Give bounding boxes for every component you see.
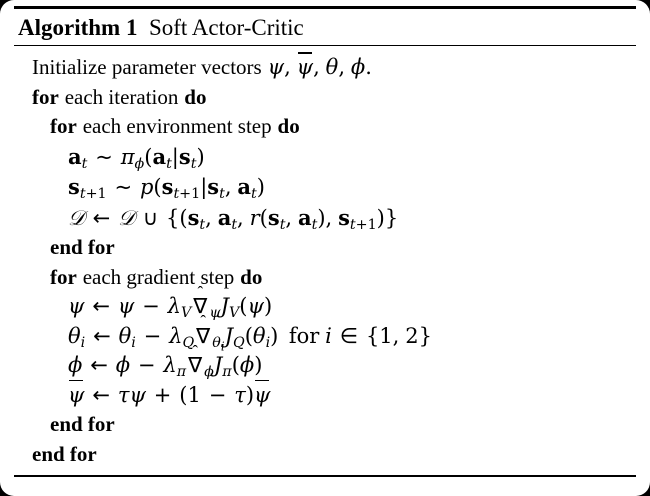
- keyword-do: do: [184, 84, 207, 109]
- top-rule: [14, 6, 636, 9]
- math-phi: ϕ: [350, 55, 366, 80]
- math-theta: θ: [325, 55, 339, 80]
- keyword-end-for: end for: [32, 441, 97, 466]
- line-sample-action: at∼πϕ(at|st): [68, 143, 205, 172]
- line-end-for-gradient: end for: [14, 410, 636, 440]
- keyword-for: for: [50, 264, 77, 289]
- line-update-replay-buffer: 𝒟←𝒟∪{(st,at,r(st,at),st+1)}: [68, 204, 399, 233]
- text-each-environment-step: each environment step: [82, 114, 272, 139]
- keyword-end-for: end for: [50, 412, 115, 437]
- keyword-do: do: [277, 114, 300, 139]
- keyword-for: for: [50, 114, 77, 139]
- math-init-vars: ψ: [267, 55, 285, 80]
- algorithm-number: Algorithm 1: [18, 15, 138, 40]
- algorithm-title: Algorithm 1 Soft Actor-Critic: [14, 9, 636, 45]
- line-sample-next-state: st+1∼p(st+1|st,at): [68, 174, 265, 203]
- period: .: [365, 55, 372, 80]
- algorithm-block: Algorithm 1 Soft Actor-Critic Initialize …: [14, 6, 636, 477]
- line-end-for-environment: end for: [14, 233, 636, 263]
- text-each-iteration: each iteration: [64, 84, 179, 109]
- text-for-lower: for: [288, 323, 320, 348]
- line-update-target-psi: ψ←τψ+(1−τ)ψ: [14, 379, 636, 411]
- bottom-rule: [14, 475, 636, 477]
- title-rule: [14, 45, 636, 47]
- keyword-for: for: [32, 84, 59, 109]
- line-end-for-iteration: end for: [14, 440, 636, 470]
- keyword-do: do: [240, 264, 263, 289]
- algorithm-name: Soft Actor-Critic: [148, 15, 304, 40]
- text-each-gradient-step: each gradient step: [82, 264, 235, 289]
- math-psi-bar: ψ: [297, 52, 313, 83]
- keyword-end-for: end for: [50, 235, 115, 260]
- initialize-label: Initialize parameter vectors: [32, 55, 262, 80]
